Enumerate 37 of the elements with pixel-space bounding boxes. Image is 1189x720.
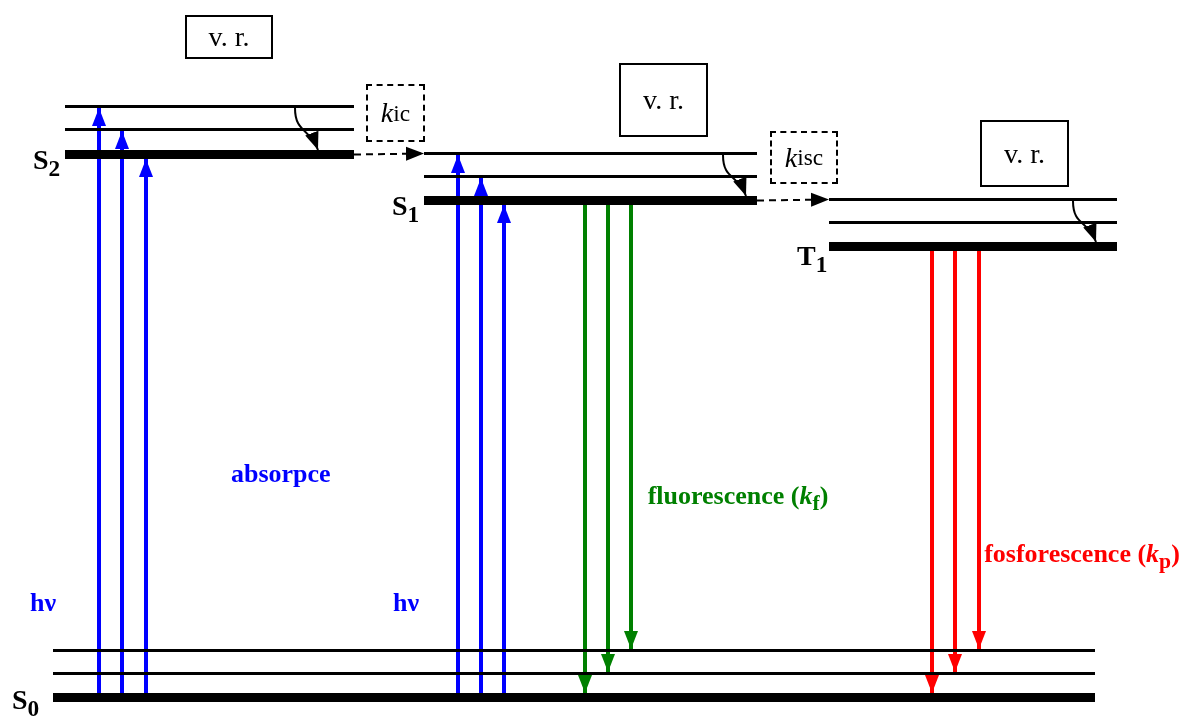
- arrow: [497, 205, 511, 693]
- arrow: [624, 205, 638, 649]
- energy-level-line: [829, 198, 1117, 201]
- arrow: [948, 251, 962, 672]
- photon-energy-label: hν: [393, 587, 421, 619]
- arrow: [578, 205, 592, 693]
- dashed-arrow: [756, 192, 830, 207]
- process-label: fosforescence (k$_{p}$): [983, 538, 1181, 576]
- arrow: [601, 205, 615, 672]
- state-label: S$_{0}$: [12, 686, 40, 720]
- curved-arrow: [294, 107, 319, 151]
- arrow: [139, 159, 153, 693]
- relaxation-box: v. r.: [619, 63, 708, 137]
- state-label: S$_{1}$: [392, 192, 420, 226]
- energy-level-line: [65, 128, 354, 131]
- arrow: [474, 178, 488, 693]
- state-label: T$_{1}$: [797, 242, 828, 276]
- energy-level-line: [53, 649, 1095, 652]
- relaxation-box: v. r.: [980, 120, 1069, 187]
- energy-level-line: [424, 152, 757, 155]
- arrow: [451, 155, 465, 693]
- process-label: absorpce: [231, 458, 332, 490]
- energy-level-line: [424, 175, 757, 178]
- arrow: [972, 251, 986, 649]
- arrow: [115, 131, 129, 693]
- process-label: fluorescence (k$_{f}$): [646, 480, 830, 518]
- dashed-arrow: [353, 146, 425, 161]
- curved-arrow: [722, 154, 747, 197]
- energy-level-line: [65, 105, 354, 108]
- energy-level-line: [53, 672, 1095, 675]
- state-label: S$_{2}$: [33, 146, 61, 180]
- arrow: [925, 251, 939, 693]
- curved-arrow: [1072, 200, 1097, 243]
- relaxation-box: v. r.: [185, 15, 273, 59]
- arrow: [92, 108, 106, 693]
- photon-energy-label: hν: [30, 587, 58, 619]
- energy-level-line: [829, 221, 1117, 224]
